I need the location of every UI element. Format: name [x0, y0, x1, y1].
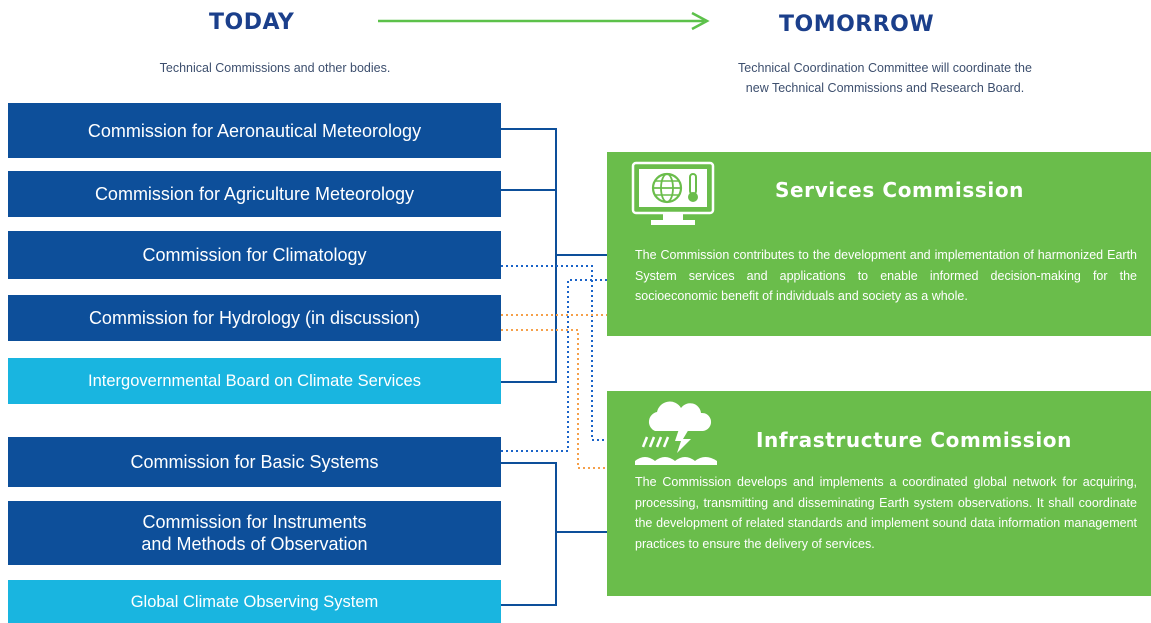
tomorrow-heading: TOMORROW — [779, 12, 935, 37]
tomorrow-subtitle: Technical Coordination Committee will co… — [738, 61, 1032, 95]
today-body-basic-systems: Commission for Basic Systems — [8, 437, 501, 487]
today-body-gcos: Global Climate Observing System — [8, 580, 501, 623]
infrastructure-commission-description: The Commission develops and implements a… — [635, 475, 1137, 551]
storm-cloud-lightning-icon — [633, 399, 721, 474]
today-heading: TODAY — [209, 10, 295, 35]
today-body-agriculture: Commission for Agriculture Meteorology — [8, 171, 501, 217]
services-commission-box: Services Commission The Commission contr… — [607, 152, 1151, 336]
today-to-tomorrow-arrow — [378, 11, 710, 31]
today-body-instruments: Commission for Instruments and Methods o… — [8, 501, 501, 565]
today-subtitle: Technical Commissions and other bodies. — [159, 61, 391, 75]
infrastructure-commission-title: Infrastructure Commission — [756, 428, 1072, 452]
services-group-bracket — [501, 128, 607, 383]
services-commission-description: The Commission contributes to the develo… — [635, 248, 1137, 303]
computer-globe-thermometer-icon — [627, 160, 719, 235]
services-commission-title: Services Commission — [775, 178, 1025, 202]
infrastructure-commission-box: Infrastructure Commission The Commission… — [607, 391, 1151, 596]
today-body-ibcs: Intergovernmental Board on Climate Servi… — [8, 358, 501, 404]
infrastructure-group-bracket — [501, 462, 607, 606]
today-body-aeronautical: Commission for Aeronautical Meteorology — [8, 103, 501, 158]
dotted-connectors — [501, 265, 607, 469]
today-body-climatology: Commission for Climatology — [8, 231, 501, 279]
today-body-hydrology: Commission for Hydrology (in discussion) — [8, 295, 501, 341]
